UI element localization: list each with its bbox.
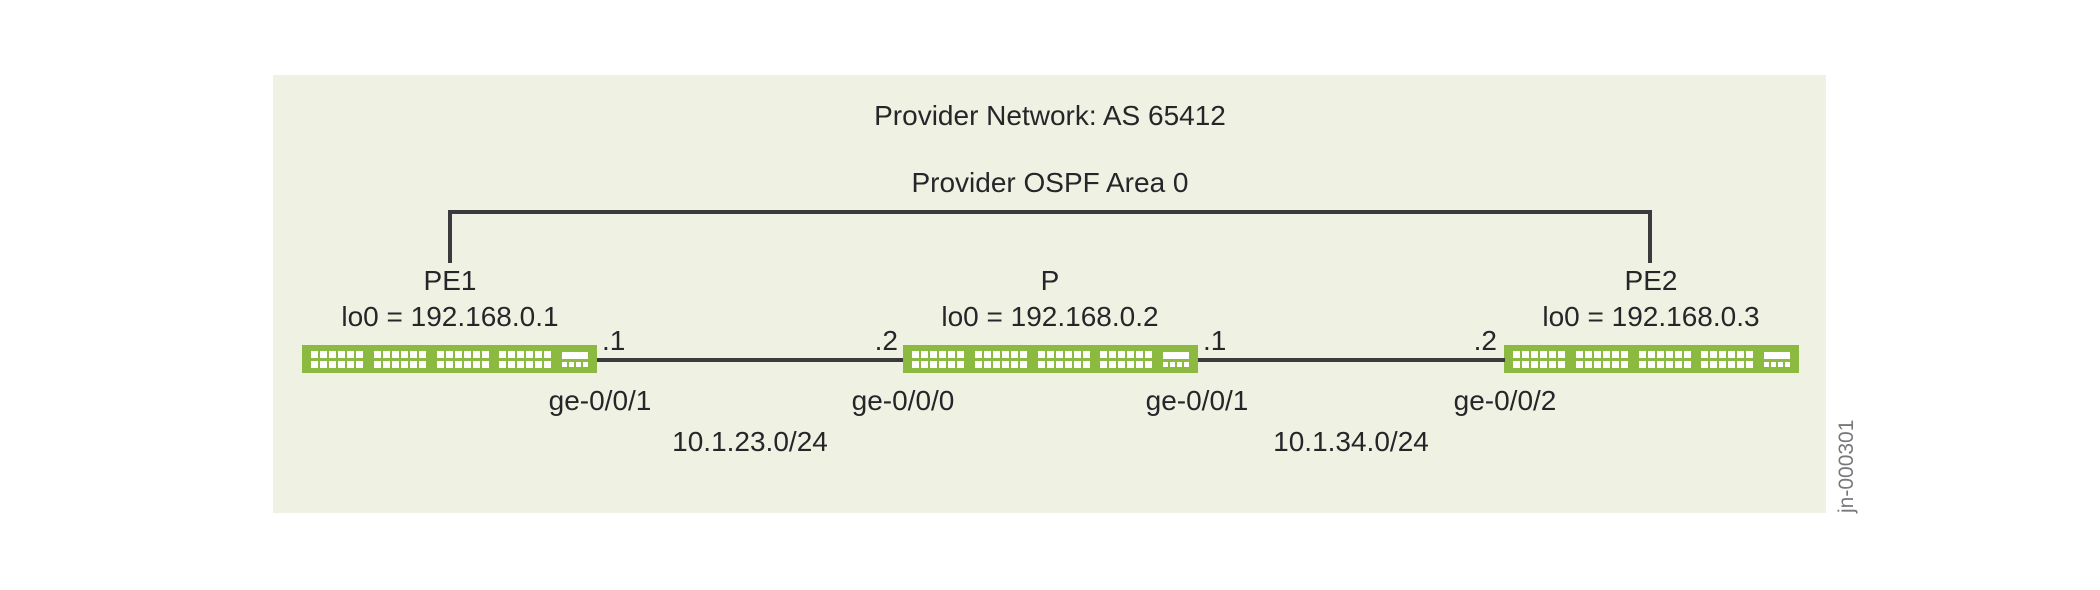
subnet-label-p-pe2: 10.1.34.0/24 [1273,426,1429,457]
router-loopback-pe1: lo0 = 192.168.0.1 [341,301,559,332]
diagram-panel [273,75,1826,513]
host-suffix-pe1-side: .1 [602,325,626,356]
router-name-pe1: PE1 [423,265,477,296]
router-loopback-p: lo0 = 192.168.0.2 [941,301,1159,332]
router-loopback-pe2: lo0 = 192.168.0.3 [1542,301,1760,332]
router-switch-icon-pe1 [302,345,597,373]
link-pe1-p [597,358,903,362]
ospf-area-label: Provider OSPF Area 0 [911,167,1189,198]
host-suffix-p-right-side: .1 [1203,325,1227,356]
interface-label-pe1: ge-0/0/1 [548,385,652,416]
ospf-bracket-right-drop [1648,210,1652,263]
ospf-bracket-left-drop [448,210,452,263]
figure-id-label: jn-000301 [1835,419,1858,513]
interface-label-p-left: ge-0/0/0 [851,385,955,416]
interface-label-pe2: ge-0/0/2 [1453,385,1557,416]
router-switch-icon-pe2 [1504,345,1799,373]
provider-network-title: Provider Network: AS 65412 [874,100,1226,131]
interface-label-p-right: ge-0/0/1 [1145,385,1249,416]
host-suffix-pe2-side: .2 [1473,325,1497,356]
subnet-label-pe1-p: 10.1.23.0/24 [672,426,828,457]
router-switch-icon-p [903,345,1198,373]
host-suffix-p-left-side: .2 [874,325,898,356]
link-p-pe2 [1198,358,1505,362]
ospf-area-bracket-line [448,210,1652,214]
router-name-p: P [1040,265,1060,296]
router-name-pe2: PE2 [1624,265,1678,296]
